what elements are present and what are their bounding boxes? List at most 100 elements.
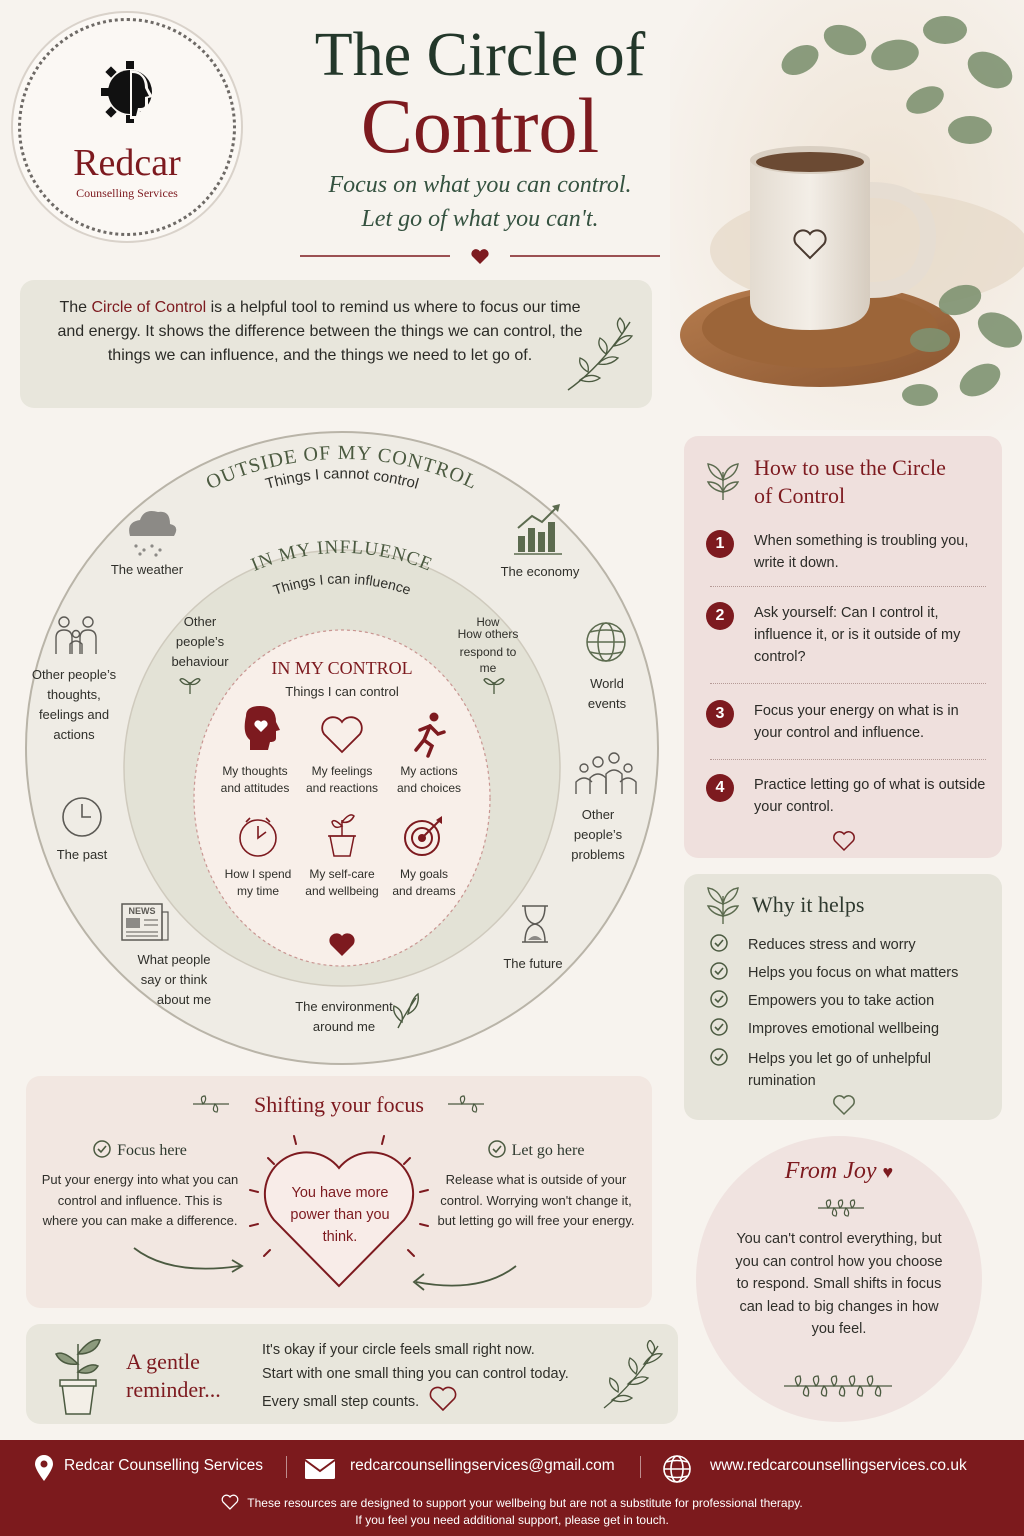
potted-plant-icon xyxy=(328,814,356,857)
heart-outline-icon xyxy=(321,716,363,754)
divider xyxy=(710,759,986,760)
check-circle-icon xyxy=(487,1140,506,1158)
target-icon xyxy=(404,816,442,856)
heart-outline-icon xyxy=(221,1494,239,1510)
reminder-text: It's okay if your circle feels small rig… xyxy=(262,1342,569,1412)
divider xyxy=(286,1456,287,1478)
newspaper-icon: NEWS xyxy=(121,903,169,941)
clock-icon xyxy=(239,817,277,857)
middle-item-prefix: How xyxy=(476,617,500,629)
tagline-line2: Let go of what you can't. xyxy=(361,206,599,232)
page-title-line2: Control xyxy=(360,82,600,169)
brand-subtitle: Counselling Services xyxy=(76,186,178,200)
let-go-text: Release what is outside of your control.… xyxy=(437,1172,635,1228)
check-circle-icon xyxy=(710,1018,728,1036)
sprout-icon xyxy=(483,678,505,694)
tagline: Focus on what you can control. Let go of… xyxy=(270,168,690,236)
shift-title: Shifting your focus xyxy=(254,1092,424,1117)
joy-message: You can't control everything, but you ca… xyxy=(735,1231,943,1337)
how-to-use-panel: How to use the Circle of Control 1 When … xyxy=(684,436,1002,858)
focus-here-text: Put your energy into what you can contro… xyxy=(41,1172,239,1228)
focus-here-column: Focus here Put your energy into what you… xyxy=(40,1140,244,1278)
outer-item-weather: The weather xyxy=(111,562,184,577)
footer-email[interactable]: redcarcounsellingservices@gmail.com xyxy=(350,1457,615,1474)
sprig-icon xyxy=(567,317,634,391)
step-number: 3 xyxy=(706,700,734,728)
rain-cloud-icon xyxy=(129,511,177,557)
inner-subtitle: Things I can control xyxy=(285,684,399,699)
heart-outline-icon xyxy=(833,1095,855,1116)
hourglass-icon xyxy=(522,905,548,943)
why-item-text: Improves emotional wellbeing xyxy=(748,1021,940,1037)
howto-title: How to use the Circle of Control xyxy=(754,455,946,508)
step-number: 2 xyxy=(706,602,734,630)
from-joy-note: From Joy ♥ You can't control everything,… xyxy=(696,1136,982,1422)
why-item-text: Empowers you to take action xyxy=(748,993,935,1009)
heart-burst-icon xyxy=(249,1135,429,1288)
inner-ring xyxy=(193,629,491,967)
divider xyxy=(710,683,986,684)
divider xyxy=(710,586,986,587)
heart-icon xyxy=(329,933,355,956)
step-text: Focus your energy on what is in your con… xyxy=(754,703,959,741)
outer-item-economy: The economy xyxy=(501,564,580,579)
curved-arrow-icon xyxy=(412,1265,517,1291)
globe-icon xyxy=(663,1455,691,1483)
divider xyxy=(640,1456,641,1478)
why-item-text: Reduces stress and worry xyxy=(748,937,916,953)
intro-text: The Circle of Control is a helpful tool … xyxy=(57,299,583,364)
intro-highlight: Circle of Control xyxy=(91,299,207,316)
focus-here-label: Focus here xyxy=(40,1140,240,1160)
heart-divider xyxy=(300,249,660,264)
heart-icon: ♥ xyxy=(882,1162,894,1182)
head-heart-icon xyxy=(244,706,280,750)
group-icon xyxy=(575,752,637,794)
step-text: When something is troubling you, write i… xyxy=(754,533,969,571)
signature: From Joy ♥ xyxy=(784,1158,894,1184)
leaf-icon xyxy=(392,992,419,1029)
check-circle-icon xyxy=(710,962,728,980)
globe-icon xyxy=(586,622,626,662)
step-number: 1 xyxy=(706,530,734,558)
intro-panel: The Circle of Control is a helpful tool … xyxy=(20,280,652,408)
sprig-ornament xyxy=(448,1095,484,1113)
heart-outline-icon xyxy=(833,831,855,852)
curved-arrow-icon xyxy=(133,1246,244,1273)
footer-website[interactable]: www.redcarcounsellingservices.co.uk xyxy=(710,1457,967,1474)
family-icon xyxy=(55,616,97,654)
news-icon-label: NEWS xyxy=(129,906,156,916)
outer-item-future: The future xyxy=(503,956,562,971)
let-go-column: Let go here Release what is outside of y… xyxy=(436,1140,636,1232)
step-text: Practice letting go of what is outside y… xyxy=(754,777,986,815)
heart-message: You have more power than you think. xyxy=(290,1185,390,1245)
gentle-reminder-panel: A gentle reminder... It's okay if your c… xyxy=(26,1324,678,1424)
check-circle-icon xyxy=(710,1048,728,1066)
bar-chart-icon xyxy=(514,504,562,555)
heart-outline-icon xyxy=(429,1386,457,1412)
brand-logo: Redcar Counselling Services xyxy=(18,18,236,236)
potted-plant-icon xyxy=(54,1339,101,1415)
brand-name: Redcar xyxy=(73,142,181,184)
footer-location: Redcar Counselling Services xyxy=(64,1457,264,1474)
step-text: Ask yourself: Can I control it, influenc… xyxy=(754,605,961,665)
vine-ornament xyxy=(784,1375,892,1397)
shifting-focus-panel: Shifting your focus Focus here Put your … xyxy=(26,1076,652,1308)
envelope-icon xyxy=(304,1459,336,1479)
sprig-icon xyxy=(603,1340,664,1409)
tagline-line1: Focus on what you can control. xyxy=(328,172,632,198)
running-person-icon xyxy=(414,712,446,758)
check-circle-icon xyxy=(710,990,728,1008)
sprout-icon xyxy=(179,678,201,694)
check-circle-icon xyxy=(93,1140,111,1158)
